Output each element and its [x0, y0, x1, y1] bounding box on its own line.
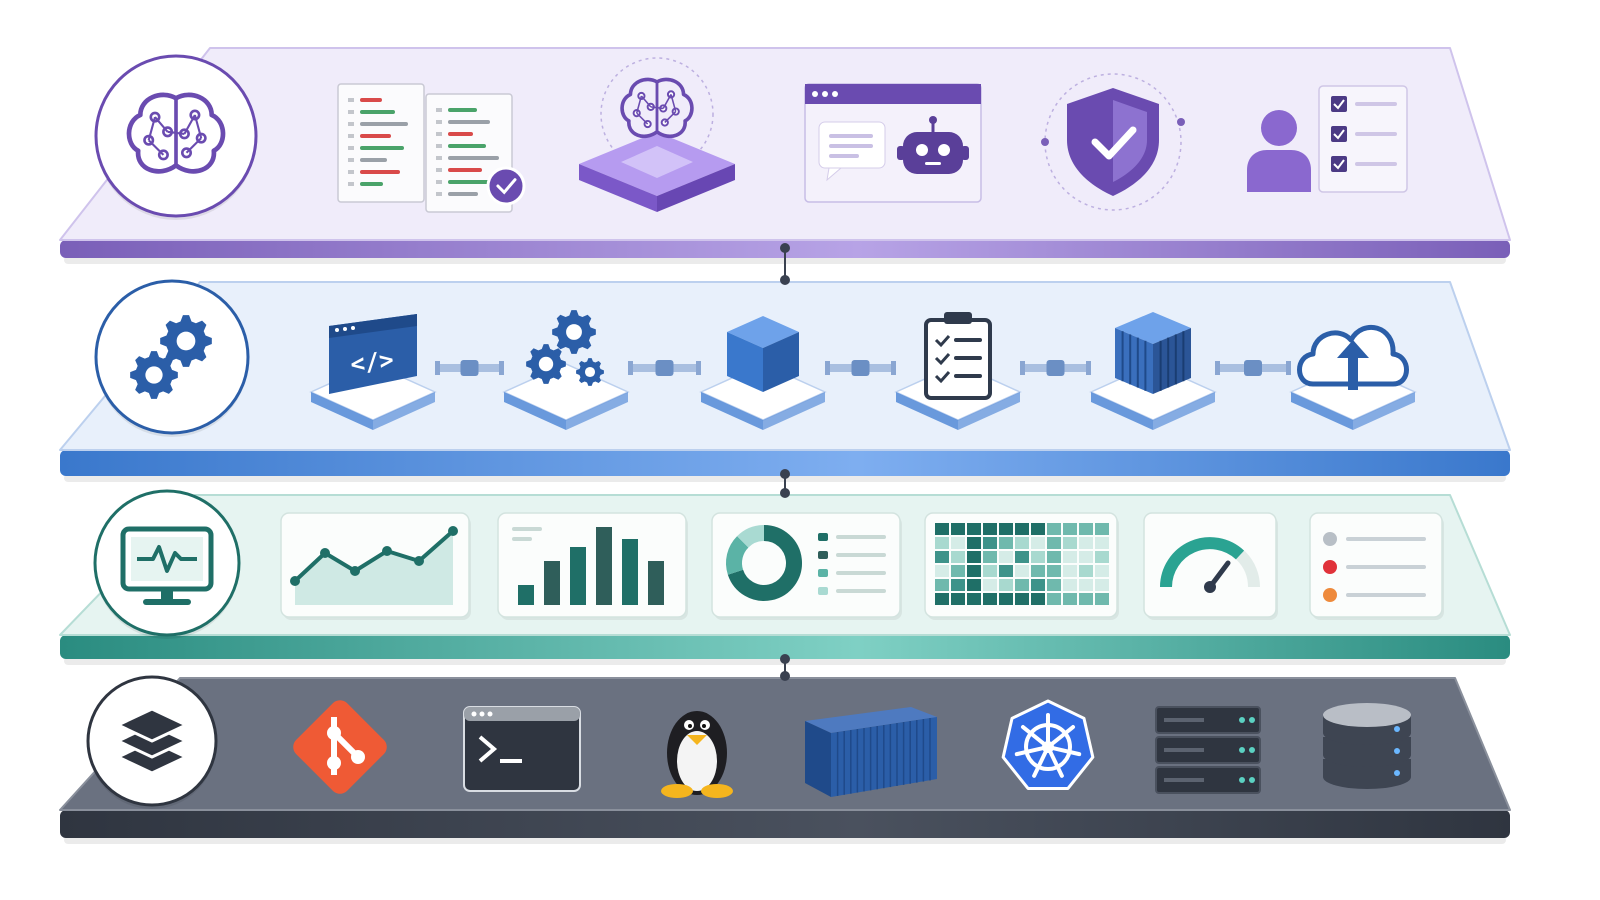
- gears-icon: [94, 279, 250, 437]
- layer-connector: [780, 243, 790, 285]
- layer-monitoring: [59, 489, 1511, 665]
- linux-penguin-icon: [661, 711, 733, 798]
- code-review-icon: [337, 83, 526, 213]
- layer-connector: [780, 469, 790, 498]
- build-gears-icon: [502, 310, 630, 430]
- ai-model-icon: [579, 57, 735, 212]
- line-chart-icon: [280, 512, 471, 620]
- security-shield-icon: [1041, 73, 1185, 211]
- terminal-icon: [463, 706, 581, 792]
- layer-infrastructure-surface: [59, 677, 1511, 811]
- test-checklist-icon: [894, 312, 1022, 430]
- layer-pipeline-front-edge: [60, 450, 1510, 476]
- server-rack-icon: [1155, 706, 1261, 794]
- layer-infrastructure: [59, 675, 1511, 844]
- pipeline-connector: [435, 360, 504, 376]
- layer-ai-surface: [59, 47, 1511, 241]
- user-checklist-icon: [1247, 85, 1408, 193]
- svg-text:</>: </>: [349, 346, 395, 379]
- layer-connector: [780, 654, 790, 681]
- git-icon: [293, 700, 387, 794]
- code-editor-icon: </>: [309, 314, 437, 430]
- shipping-container-icon: [805, 707, 937, 797]
- artifact-cube-icon: [699, 316, 827, 430]
- bar-chart-icon: [497, 512, 688, 620]
- pipeline-connector: [825, 360, 896, 376]
- stack-layers-icon: [86, 675, 218, 809]
- pipeline-connector: [628, 360, 701, 376]
- layer-infrastructure-front-edge: [60, 810, 1510, 838]
- chatbot-icon: [804, 83, 982, 203]
- layer-ai: [59, 47, 1511, 264]
- pipeline-connector: [1020, 360, 1091, 376]
- brain-icon: [94, 54, 258, 220]
- layer-monitoring-front-edge: [60, 635, 1510, 659]
- gauge-icon: [1143, 512, 1278, 620]
- layer-pipeline: </>: [59, 279, 1511, 482]
- pipeline-connector: [1215, 360, 1291, 376]
- cloud-deploy-icon: [1289, 324, 1417, 430]
- heatmap-icon: [924, 512, 1119, 620]
- monitor-pulse-icon: [93, 489, 241, 639]
- kubernetes-icon: [1001, 699, 1095, 790]
- alert-list-icon: [1309, 512, 1444, 620]
- container-icon: [1089, 312, 1217, 430]
- donut-chart-icon: [711, 512, 902, 620]
- database-icon: [1323, 703, 1411, 789]
